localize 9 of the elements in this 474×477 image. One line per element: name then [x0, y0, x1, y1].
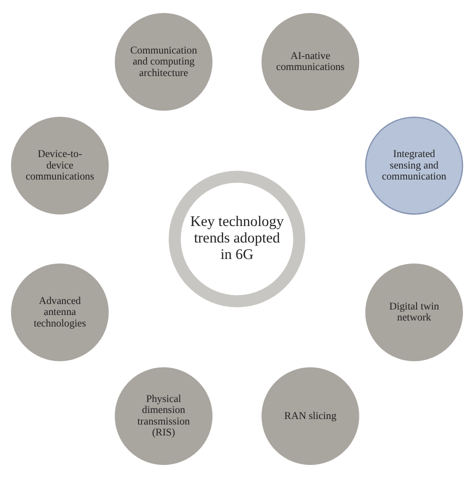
- node-circle: Digital twin network: [365, 263, 463, 361]
- node-circle: Communication and computing architecture: [114, 12, 212, 110]
- node-circle: Physical dimension transmission (RIS): [114, 366, 212, 464]
- node-circle: Advanced antenna technologies: [11, 263, 109, 361]
- node-circle: Integrated sensing and communication: [365, 116, 464, 214]
- node-circle: Key technology trends adopted in 6G: [168, 170, 306, 307]
- node-circle: Device-to-device communications: [11, 116, 109, 214]
- node-circle: AI-native communications: [262, 12, 360, 110]
- node-circle: RAN slicing: [262, 366, 360, 464]
